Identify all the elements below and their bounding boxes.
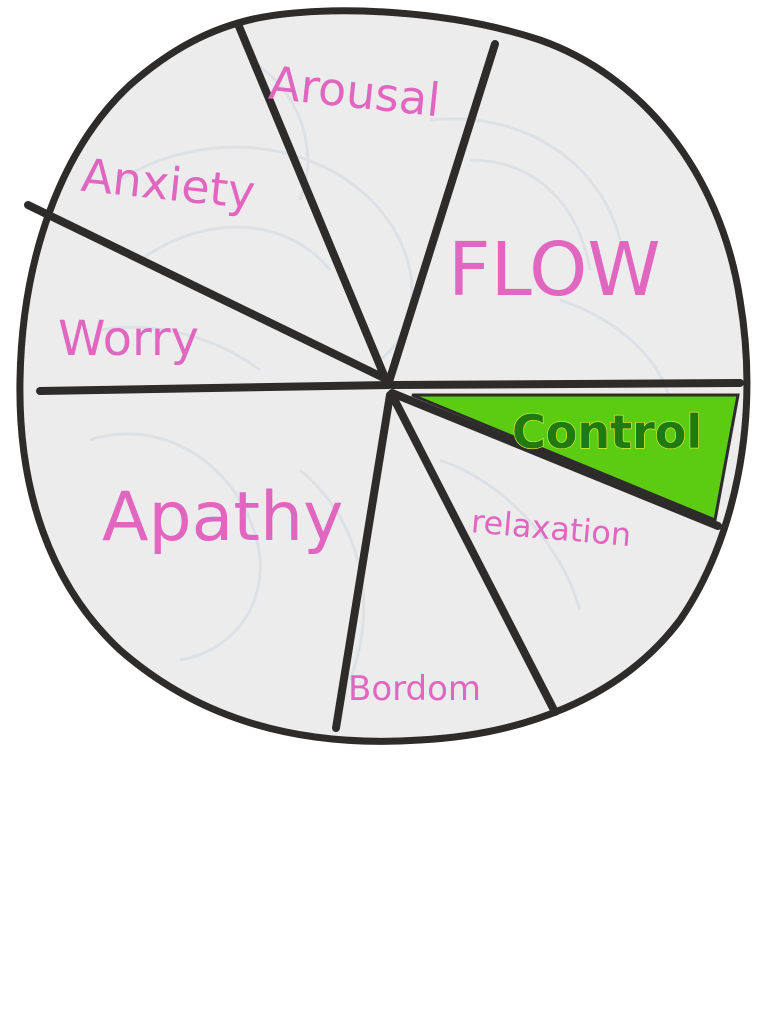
label-flow: FLOW bbox=[448, 227, 661, 313]
label-control: Control bbox=[512, 405, 702, 459]
spoke-worry-anxiety bbox=[24, 201, 392, 384]
label-boredom: Bordom bbox=[348, 669, 481, 709]
spoke-relaxation-boredom bbox=[388, 391, 559, 716]
spoke-control-relaxation bbox=[388, 389, 722, 530]
spoke-arousal-flow bbox=[384, 40, 499, 389]
spoke-boredom-apathy bbox=[332, 391, 394, 732]
background-sketch bbox=[89, 58, 672, 681]
spoke-flow-control bbox=[388, 379, 744, 389]
control-wedge bbox=[411, 393, 740, 523]
wheel-spokes bbox=[24, 20, 744, 732]
label-apathy: Apathy bbox=[102, 478, 343, 557]
spoke-apathy-worry bbox=[36, 381, 392, 395]
label-worry: Worry bbox=[58, 311, 199, 367]
spoke-arousal-anxiety bbox=[234, 20, 392, 389]
